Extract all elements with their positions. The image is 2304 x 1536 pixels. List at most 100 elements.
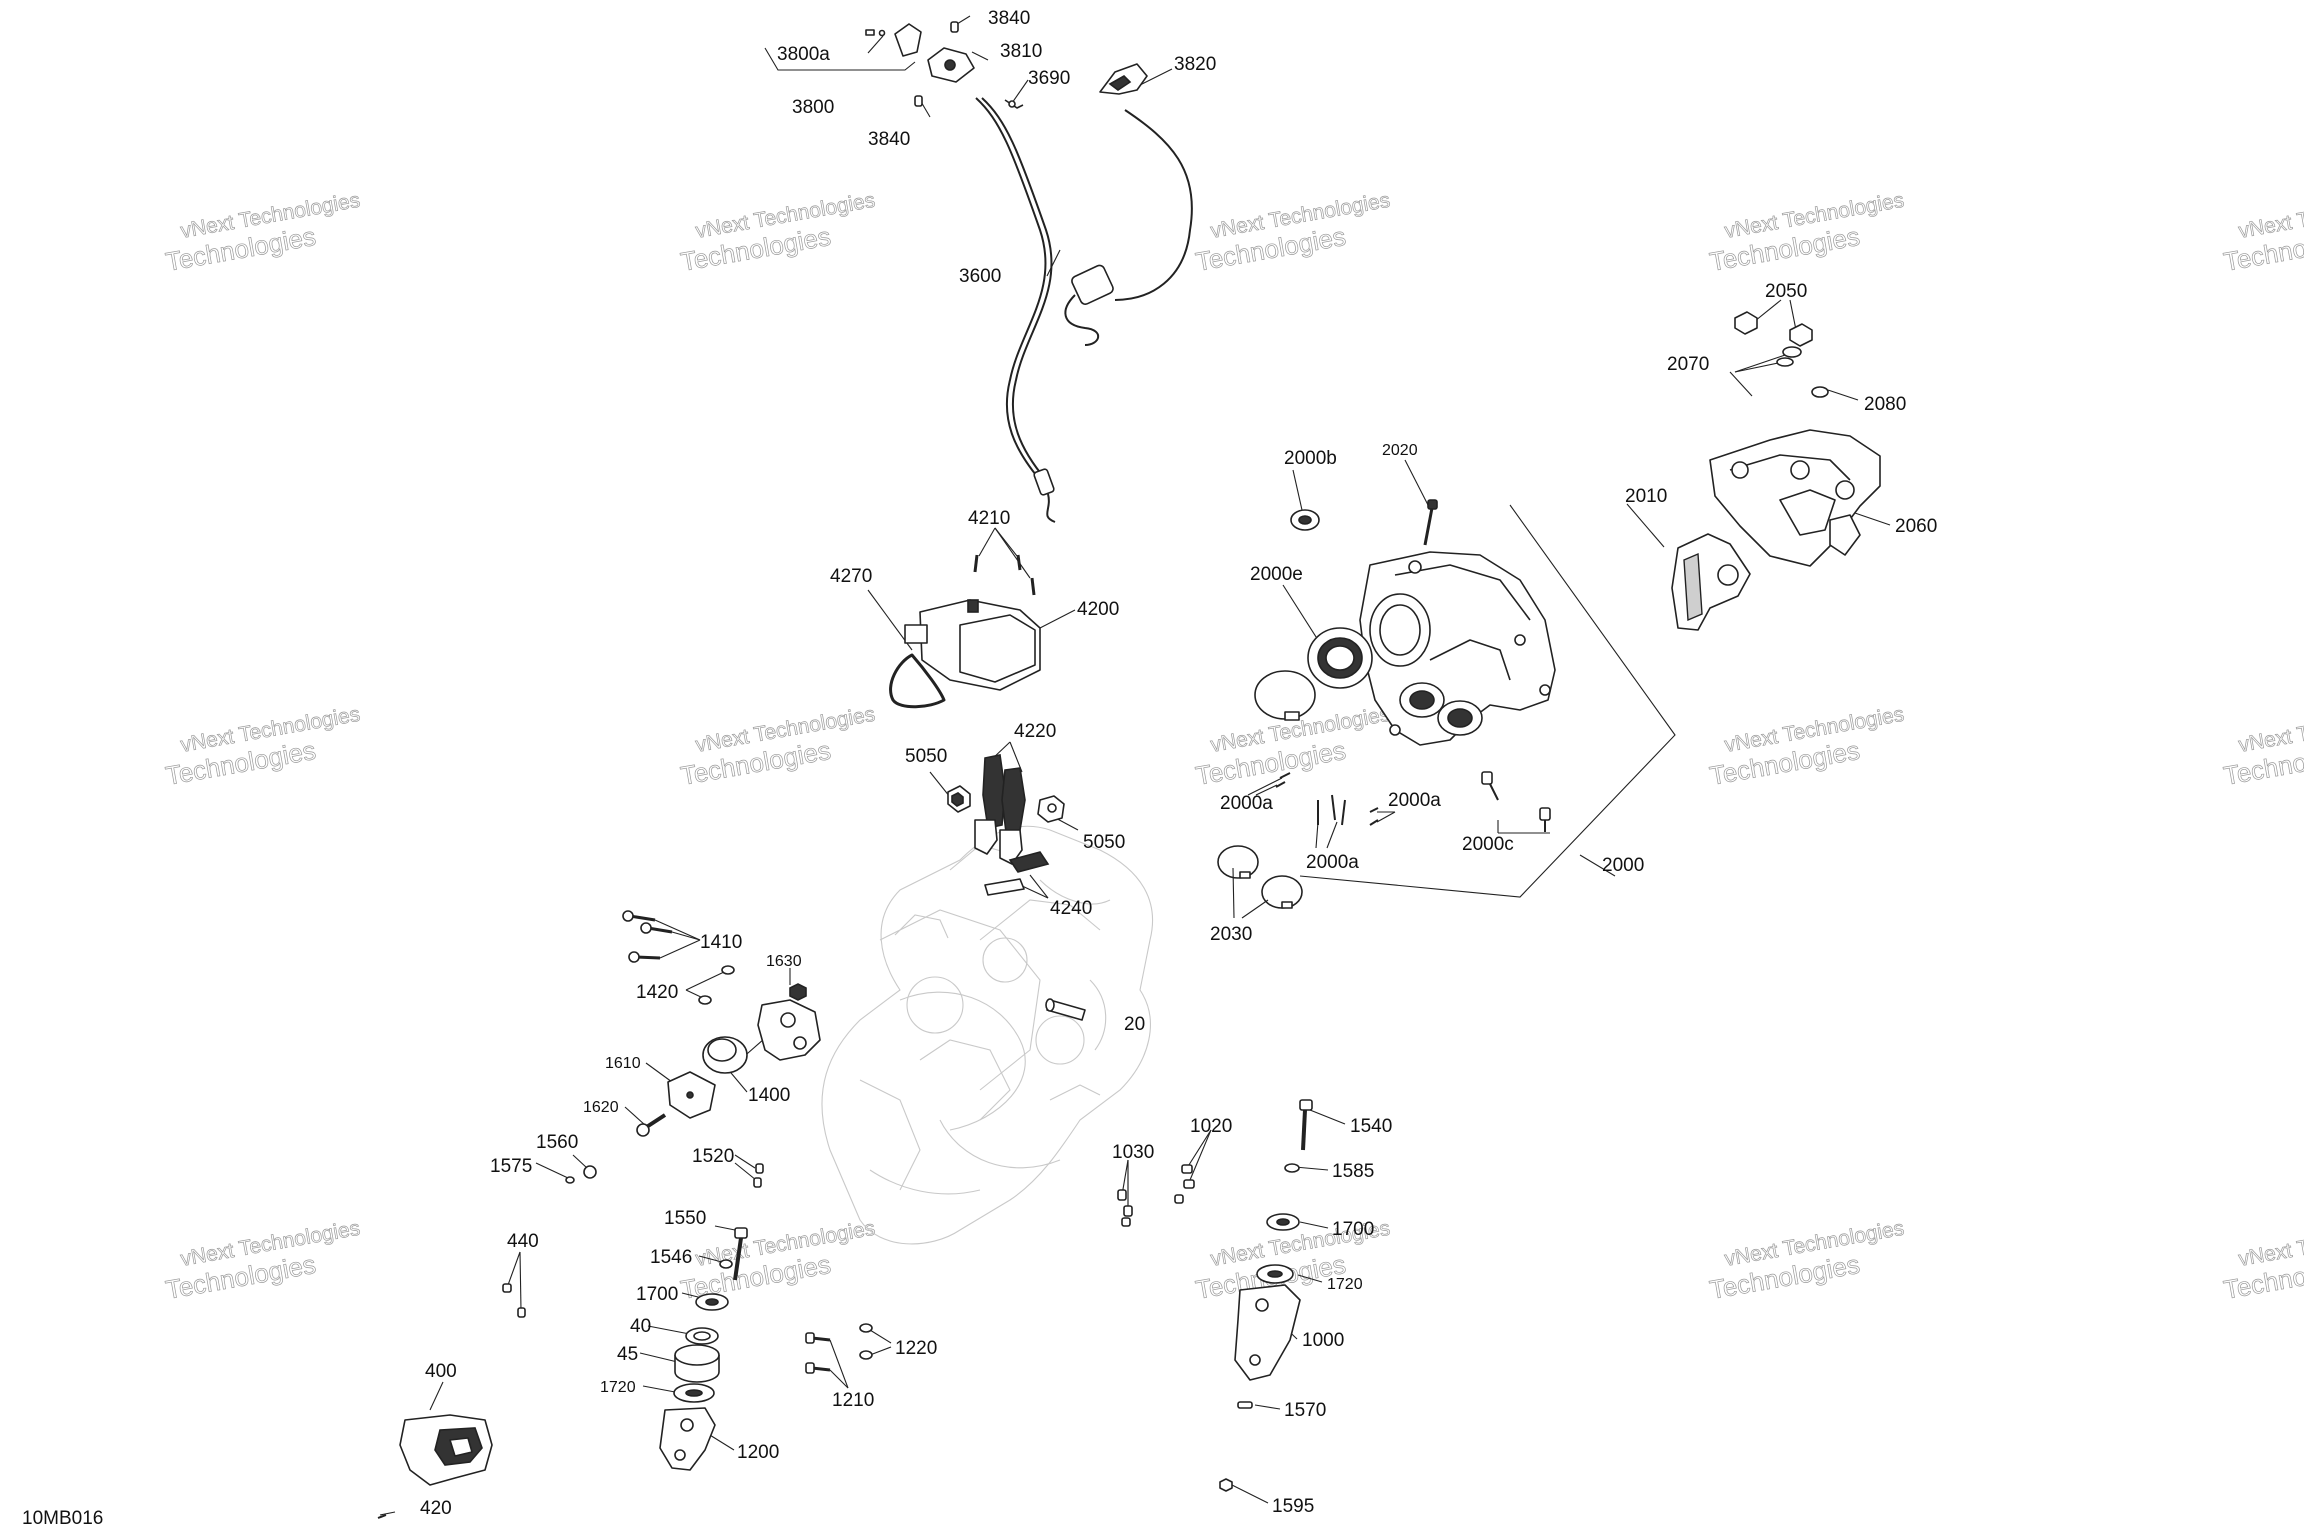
part-label: 2000a — [1388, 790, 1441, 811]
part-label: 2020 — [1382, 442, 1418, 459]
part-label: 1420 — [636, 982, 678, 1003]
part-1700-left-icon — [695, 1293, 729, 1311]
part-1210-bolt-icon — [805, 1332, 831, 1374]
part-label: 3810 — [1000, 41, 1042, 62]
part-5050-clip-left-icon — [947, 785, 971, 813]
part-1000-bracket-icon — [1234, 1284, 1301, 1381]
part-3820-sensor-icon — [1064, 63, 1193, 346]
part-5050-clip-right-icon — [1037, 795, 1065, 823]
engine-block-outline — [821, 825, 1154, 1245]
part-1400-mount-icon — [702, 999, 821, 1074]
watermark: vNext Technologies Technologies — [2221, 188, 2304, 277]
part-label: 3800 — [792, 97, 834, 118]
part-label: 1570 — [1284, 1400, 1326, 1421]
part-label: 5050 — [905, 746, 947, 767]
watermark: vNext Technologies Technologies — [678, 188, 877, 277]
part-label: 1550 — [664, 1208, 706, 1229]
part-label: 5050 — [1083, 832, 1125, 853]
part-420-icon — [377, 1514, 387, 1519]
part-label: 3840 — [868, 129, 910, 150]
part-label: 4210 — [968, 508, 1010, 529]
part-20-pin-icon — [1045, 998, 1086, 1021]
part-3840-top-icon — [950, 21, 959, 33]
part-1700-right-icon — [1266, 1213, 1300, 1231]
part-2020-screw-icon — [1423, 499, 1438, 546]
part-label: 1220 — [895, 1338, 937, 1359]
watermark: vNext Technologies Technologies — [163, 1216, 362, 1305]
part-1420-washer-icon — [698, 965, 735, 1005]
part-label: 1546 — [650, 1247, 692, 1268]
part-labels: 3840 3800a 3810 3690 3800 3840 3820 3600… — [22, 8, 1937, 1529]
part-3600-cable-icon — [975, 97, 1056, 523]
part-label: 3800a — [777, 44, 830, 65]
part-2050-nut-icon — [1734, 311, 1813, 347]
part-1540-bolt-icon — [1299, 1099, 1313, 1151]
part-1410-bolt-icon — [622, 910, 673, 963]
part-label: 2000a — [1220, 793, 1273, 814]
part-label: 2030 — [1210, 924, 1252, 945]
part-label: 1400 — [748, 1085, 790, 1106]
part-label: 440 — [507, 1231, 539, 1252]
part-label: 1720 — [1327, 1276, 1363, 1293]
diagram-code: 10MB016 — [22, 1508, 103, 1529]
part-2060-bracket-icon — [1709, 429, 1881, 567]
part-label: 1560 — [536, 1132, 578, 1153]
watermark: vNext Technologies Technologies — [1707, 1216, 1906, 1305]
watermark: vNext Technologies Technologies — [1193, 188, 1392, 277]
watermark: vNext Technologies Technologies — [163, 702, 362, 791]
part-2030-clamp-bottom-icon — [1217, 845, 1303, 909]
watermark: vNext Technologies Technologies — [2221, 702, 2304, 791]
part-label: 1720 — [600, 1379, 636, 1396]
part-label: 1595 — [1272, 1496, 1314, 1517]
part-440-icon — [502, 1283, 526, 1318]
part-1030-bolt-icon — [1117, 1189, 1133, 1227]
part-label: 2000a — [1306, 852, 1359, 873]
part-label: 20 — [1124, 1014, 1145, 1035]
part-label: 1000 — [1302, 1330, 1344, 1351]
part-1620-bolt-icon — [636, 1113, 667, 1137]
part-label: 2060 — [1895, 516, 1937, 537]
leader-lines — [379, 15, 1891, 1516]
part-label: 1610 — [605, 1055, 641, 1072]
part-2000e-boot-icon — [1307, 627, 1373, 689]
part-3840-bottom-icon — [914, 95, 923, 107]
part-1720-left-icon — [673, 1383, 715, 1403]
part-3810-clip-icon — [894, 23, 975, 83]
part-4220-strap-icon — [974, 754, 1026, 865]
part-label: 45 — [617, 1344, 638, 1365]
part-1560-icon — [583, 1165, 597, 1179]
part-2000b-seal-icon — [1290, 509, 1320, 531]
part-label: 4240 — [1050, 898, 1092, 919]
part-label: 2000 — [1602, 855, 1644, 876]
watermark: vNext Technologies Technologies — [1707, 188, 1906, 277]
part-2000-housing-icon — [1359, 551, 1556, 746]
part-400-mount-icon — [399, 1414, 493, 1486]
part-label: 1540 — [1350, 1116, 1392, 1137]
part-label: 1410 — [700, 932, 742, 953]
parts — [377, 21, 1881, 1519]
part-label: 420 — [420, 1498, 452, 1519]
part-label: 1700 — [1332, 1219, 1374, 1240]
part-1020-bolt-icon — [1174, 1164, 1195, 1204]
part-label: 4200 — [1077, 599, 1119, 620]
part-1630-nut-icon — [789, 983, 807, 1001]
part-label: 2000c — [1462, 834, 1514, 855]
part-label: 1210 — [832, 1390, 874, 1411]
part-label: 3690 — [1028, 68, 1070, 89]
part-label: 1700 — [636, 1284, 678, 1305]
part-label: 400 — [425, 1361, 457, 1382]
part-3690-icon — [1004, 99, 1024, 109]
part-label: 1200 — [737, 1442, 779, 1463]
part-label: 1575 — [490, 1156, 532, 1177]
part-1610-plate-icon — [667, 1071, 716, 1119]
part-label: 3840 — [988, 8, 1030, 29]
watermark: vNext Technologies Technologies — [678, 702, 877, 791]
part-1520-bolt-icon — [753, 1163, 764, 1188]
part-40-washer-icon — [685, 1327, 719, 1345]
part-label: 1030 — [1112, 1142, 1154, 1163]
part-label: 40 — [630, 1316, 651, 1337]
part-label: 2010 — [1625, 486, 1667, 507]
part-label: 3600 — [959, 266, 1001, 287]
part-1585-washer-icon — [1284, 1163, 1300, 1173]
